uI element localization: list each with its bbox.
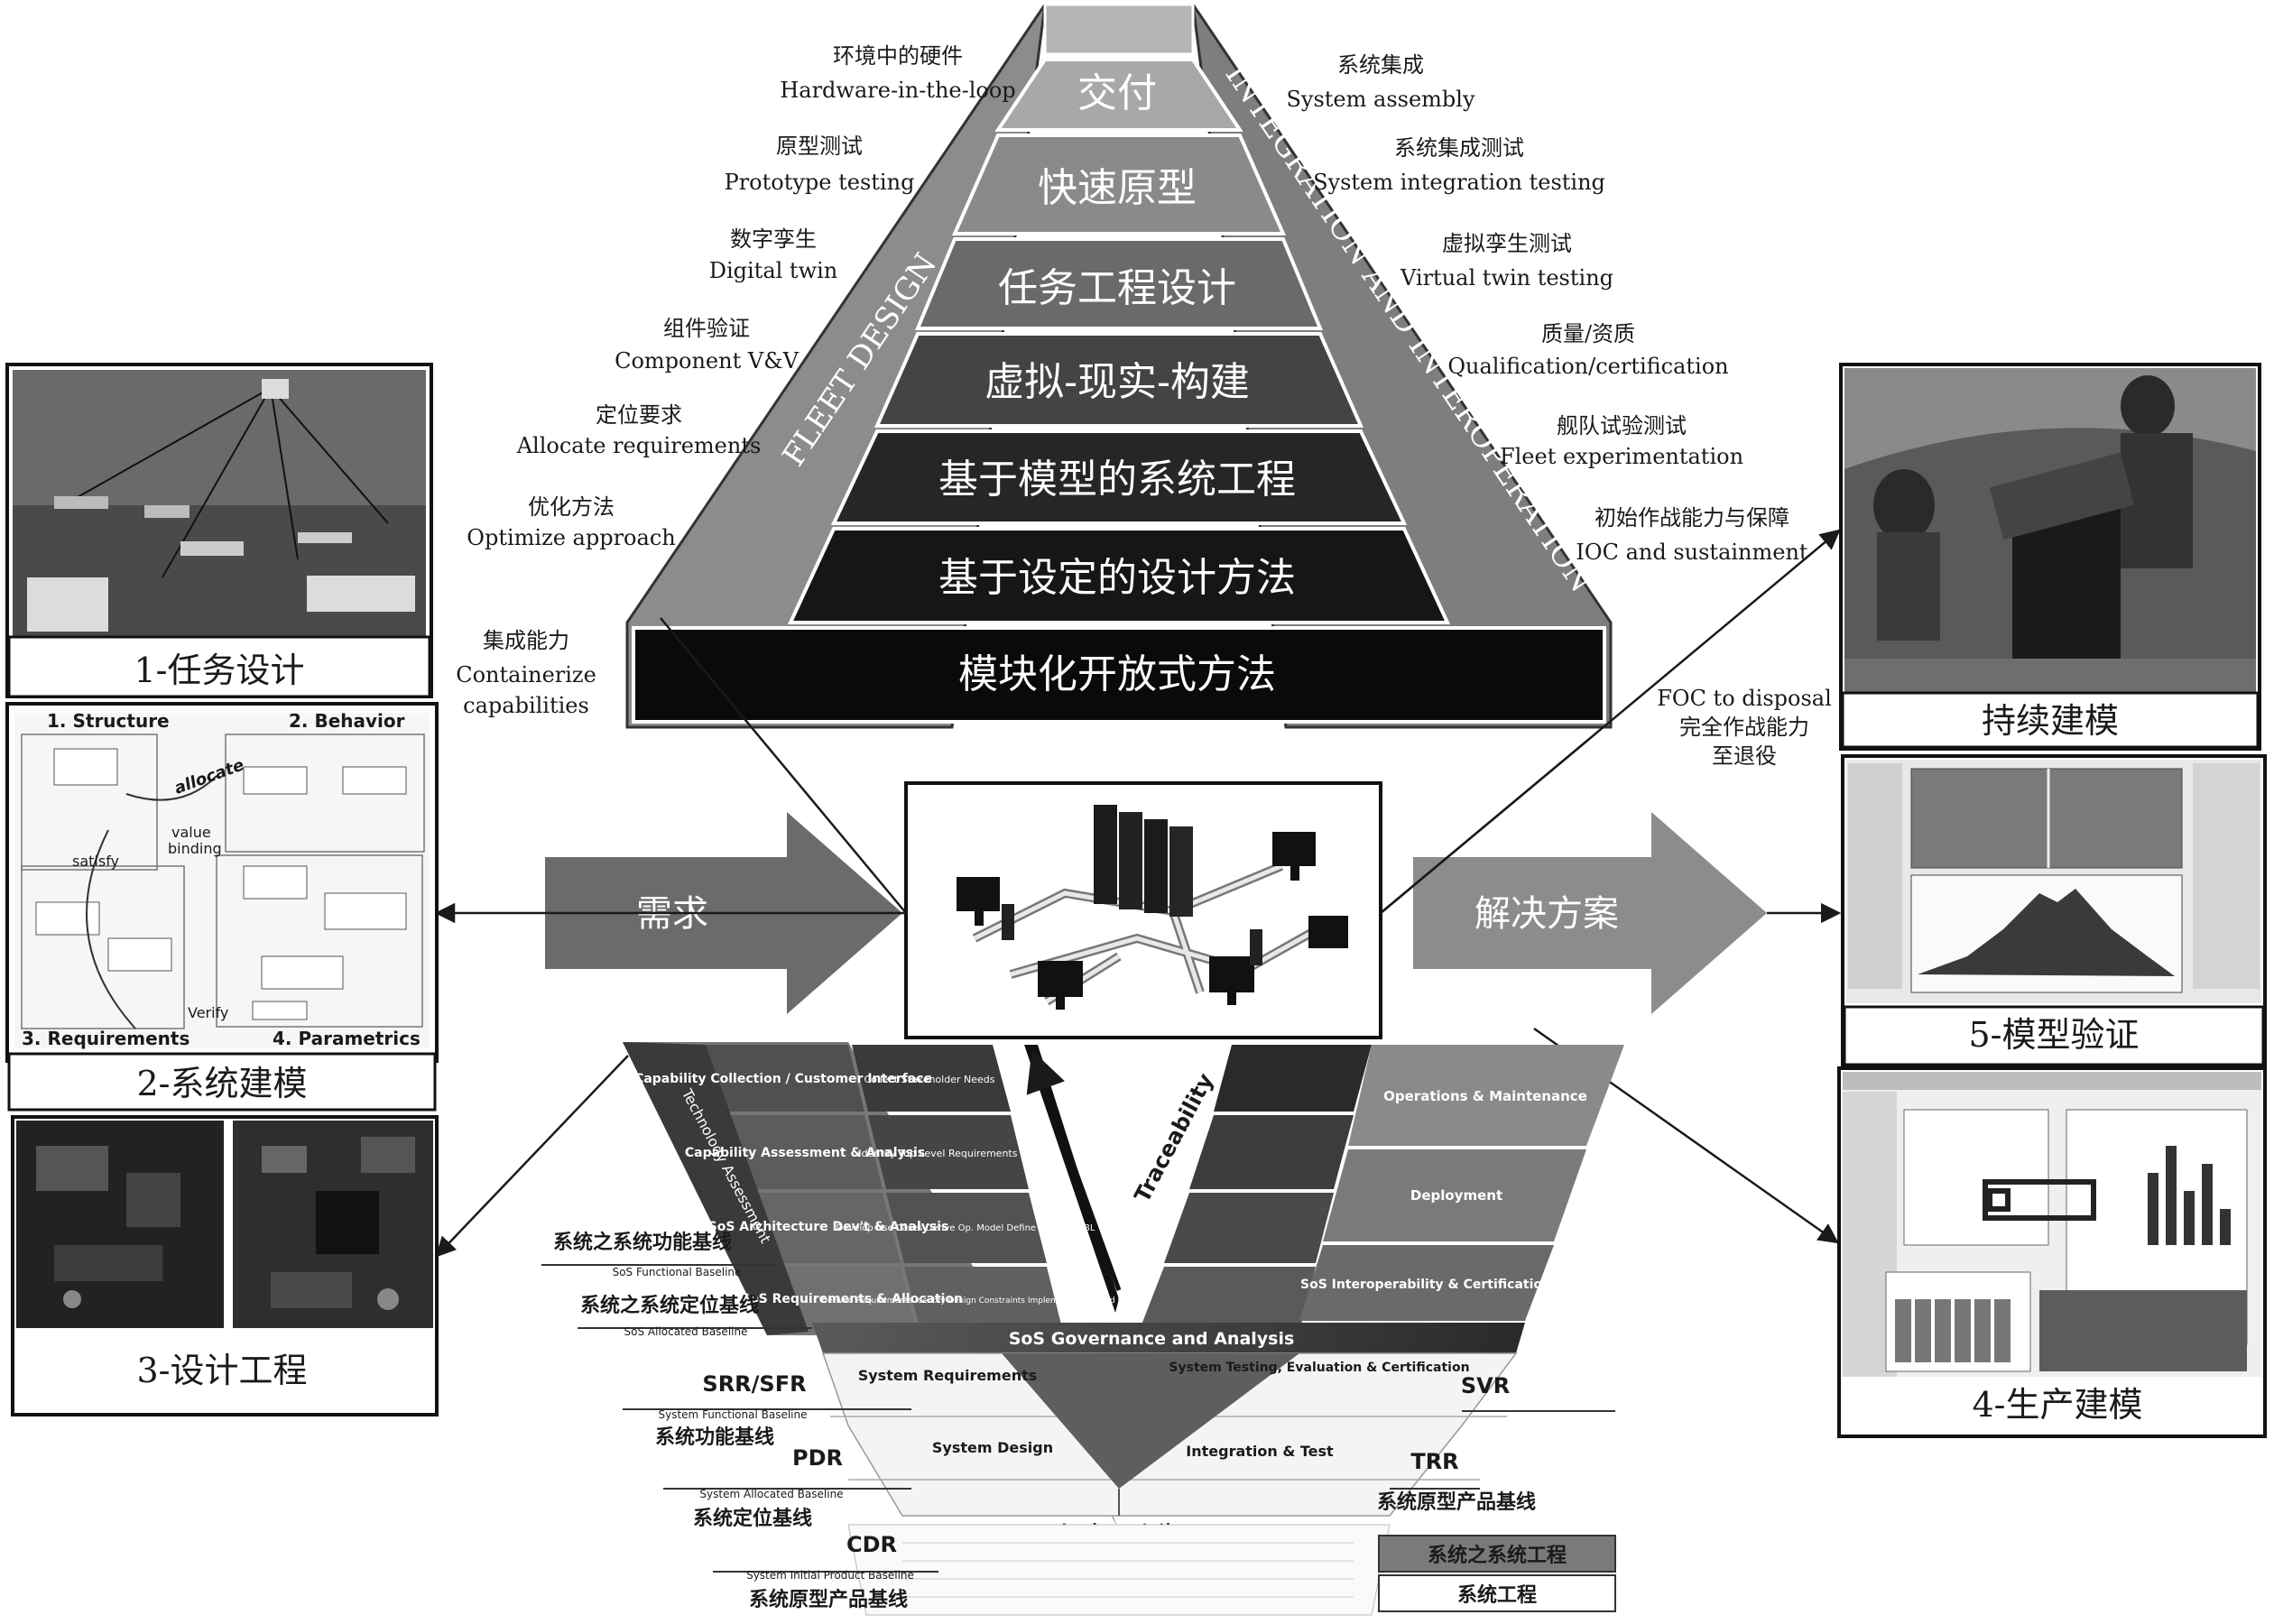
- annotation-zh: 集成能力: [483, 628, 569, 653]
- diagram-word: satisfy: [72, 853, 119, 870]
- baseline-zh: 系统之系统定位基线: [580, 1294, 759, 1317]
- annotation-zh: 初始作战能力与保障: [1595, 505, 1789, 531]
- annotation-en: IOC and sustainment: [1576, 540, 1808, 565]
- legend-item: 系统工程: [1457, 1583, 1537, 1607]
- pyramid-level-label: 虚拟-现实-构建: [984, 359, 1250, 405]
- baseline-zh: 系统之系统功能基线: [553, 1231, 732, 1254]
- annotation-en: Hardware-in-the-loop: [780, 78, 1015, 103]
- vee-text: System Design: [932, 1439, 1053, 1456]
- baseline-zh: 系统原型产品基线: [749, 1588, 908, 1611]
- annotation-zh: 舰队试验测试: [1557, 413, 1687, 438]
- annotation-en: FOC to disposal: [1657, 686, 1832, 711]
- baseline-en: System Functional Baseline: [659, 1408, 808, 1421]
- annotation-zh: 组件验证: [663, 316, 750, 341]
- annotation-en: Qualification/certification: [1447, 354, 1728, 379]
- baseline-code: CDR: [846, 1532, 897, 1557]
- pyramid-level-label: 基于设定的设计方法: [938, 555, 1296, 601]
- diagram-word: Verify: [188, 1004, 228, 1021]
- vee-text: Deployment: [1410, 1187, 1502, 1204]
- vee-text: Develop Use Cases Derive Op. Model Defin…: [837, 1223, 1095, 1233]
- baseline-en: System Allocated Baseline: [699, 1488, 843, 1500]
- panel-production-modeling: 4-生产建模: [1839, 1068, 2265, 1436]
- baseline-code: TRR: [1410, 1449, 1458, 1474]
- annotation-zh: 系统集成测试: [1394, 135, 1524, 161]
- annotation-zh: 环境中的硬件: [833, 43, 963, 69]
- annotation-zh: 虚拟孪生测试: [1442, 231, 1572, 256]
- vee-text: System Requirements: [858, 1367, 1038, 1384]
- panel-caption: 4-生产建模: [1972, 1385, 2142, 1425]
- annotation-zh: 数字孪生: [730, 226, 817, 252]
- pyramid-level-label: 模块化开放式方法: [958, 651, 1276, 697]
- annotation-en: Containerize: [456, 662, 596, 687]
- annotation-en: Component V&V: [615, 348, 799, 374]
- annotation-zh: 优化方法: [528, 494, 615, 520]
- quadrant-label: 3. Requirements: [22, 1028, 190, 1049]
- panel-caption: 5-模型验证: [1968, 1015, 2139, 1055]
- baseline-zh: 系统功能基线: [655, 1426, 774, 1449]
- annotation-zh: 质量/资质: [1541, 321, 1635, 346]
- baseline-en: SoS Functional Baseline: [613, 1266, 742, 1278]
- solution-label: 解决方案: [1474, 893, 1619, 935]
- annotation-en: Digital twin: [709, 258, 838, 283]
- vee-text: Integration & Test: [1186, 1443, 1334, 1460]
- baseline-code: PDR: [792, 1445, 843, 1471]
- baseline-zh: 系统原型产品基线: [1377, 1490, 1536, 1514]
- panel-mission-design: 1-任务设计: [7, 364, 431, 697]
- panel-system-modeling: 1. Structure 2. Behavior 3. Requirements…: [7, 704, 437, 1110]
- panel-caption: 持续建模: [1982, 701, 2119, 741]
- panel-design-engineering: 3-设计工程: [13, 1117, 437, 1415]
- annotation-en: System assembly: [1286, 87, 1474, 112]
- annotation-zh: 完全作战能力: [1679, 715, 1809, 740]
- annotation-zh: 定位要求: [596, 402, 682, 428]
- annotation-en: capabilities: [463, 693, 589, 718]
- baseline-en: System Initial Product Baseline: [746, 1569, 914, 1582]
- baseline-code: SRR/SFR: [702, 1371, 806, 1397]
- annotation-zh: 至退役: [1712, 743, 1777, 769]
- panel-caption: 1-任务设计: [134, 651, 304, 690]
- pyramid-level-label: 快速原型: [1038, 165, 1197, 211]
- annotation-zh: 系统集成: [1337, 52, 1424, 78]
- pyramid-level-label: 任务工程设计: [998, 265, 1236, 311]
- pyramid-level-label: 基于模型的系统工程: [938, 457, 1296, 503]
- quadrant-label: 2. Behavior: [289, 710, 405, 732]
- vee-text: Derived Requirements Identify Design Con…: [821, 1296, 1145, 1306]
- network-image: [906, 783, 1381, 1038]
- annotation-en: Prototype testing: [725, 170, 915, 195]
- vee-text: Collect Stakeholder Needs: [864, 1074, 995, 1085]
- baseline-code: SVR: [1461, 1373, 1510, 1398]
- sos-governance-label: SoS Governance and Analysis: [1009, 1329, 1295, 1349]
- annotation-en: Allocate requirements: [516, 433, 762, 458]
- panel-model-verification: 5-模型验证: [1843, 756, 2265, 1066]
- diagram-word: value: [171, 824, 211, 841]
- legend: 系统之系统工程 系统工程: [1379, 1536, 1615, 1611]
- panel-caption: 3-设计工程: [136, 1351, 307, 1390]
- annotation-en: System integration testing: [1313, 170, 1605, 195]
- annotation-en: Virtual twin testing: [1400, 265, 1613, 291]
- vee-text: System Testing, Evaluation & Certificati…: [1169, 1361, 1469, 1375]
- vee-text: Operations & Maintenance: [1383, 1088, 1587, 1104]
- baseline-en: SoS Allocated Baseline: [624, 1325, 748, 1338]
- quadrant-label: 1. Structure: [47, 710, 170, 732]
- legend-item: 系统之系统工程: [1428, 1544, 1567, 1567]
- diagram-word: binding: [168, 840, 222, 857]
- annotation-zh: 原型测试: [776, 134, 863, 159]
- panel-sustainment-modeling: 持续建模: [1841, 364, 2260, 749]
- quadrant-label: 4. Parametrics: [273, 1028, 421, 1049]
- vee-text: Identify Top Level Requirements "X": [858, 1148, 1036, 1159]
- annotation-en: Fleet experimentation: [1500, 444, 1743, 469]
- baseline-zh: 系统定位基线: [693, 1507, 812, 1530]
- annotation-en: Optimize approach: [467, 525, 675, 550]
- vee-text: SoS Interoperability & Certification: [1300, 1278, 1551, 1292]
- pyramid-level-label: 交付: [1077, 70, 1157, 116]
- panel-caption: 2-系统建模: [136, 1064, 307, 1103]
